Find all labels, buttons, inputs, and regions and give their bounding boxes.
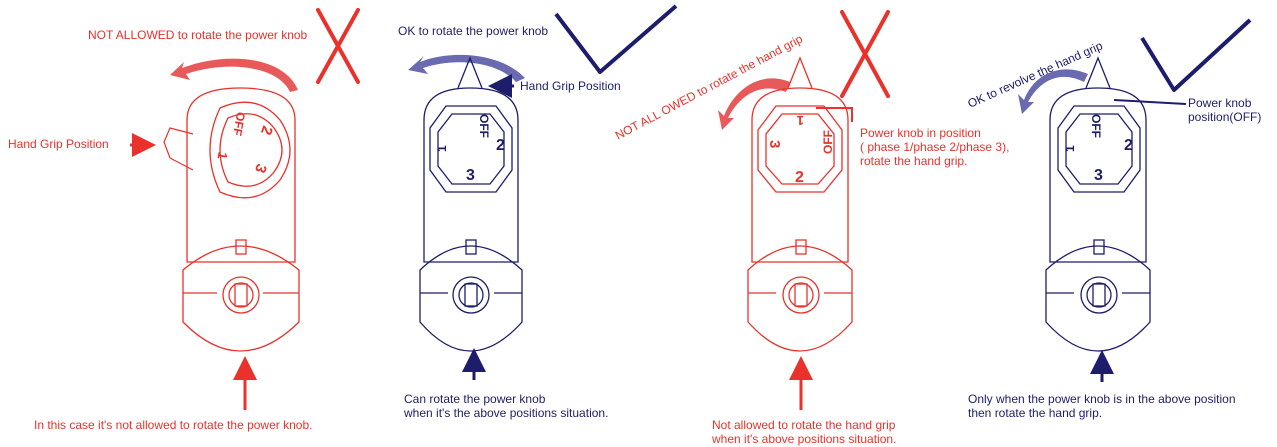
panel-2-hand-grip-label: Hand Grip Position [520, 79, 621, 93]
panel-4-knob-label-line-2: position(OFF) [1188, 110, 1262, 124]
rotation-arrow [718, 78, 790, 130]
knob-mark-2: 2 [496, 137, 505, 154]
knob-mark-off: OFF [477, 114, 491, 138]
panel-2: OFF 2 1 3 [408, 4, 678, 380]
knob-mark-1: 1 [1063, 145, 1077, 152]
device-body [419, 56, 523, 352]
knob-marks: OFF 2 1 3 [435, 114, 505, 184]
knob-mark-off: OFF [1089, 114, 1103, 138]
panel-1: OFF 2 1 3 [130, 8, 360, 410]
power-knob-leader [1113, 99, 1187, 105]
knob-mark-1: 1 [215, 151, 231, 161]
panel-4-knob-label-line-1: Power knob [1188, 96, 1252, 110]
rotation-arrow [408, 54, 525, 82]
knob-marks: 1 OFF 3 2 [766, 113, 835, 186]
knob-mark-3: 3 [466, 167, 475, 184]
panel-1-caption: In this case it's not allowed to rotate … [34, 418, 313, 432]
check-mark [1140, 18, 1252, 92]
panel-2-caption-line-2: when it's the above positions situation. [404, 406, 609, 420]
knob-marks: OFF 2 1 3 [1063, 114, 1133, 184]
panel-3-knob-label-line-2: ( phase 1/phase 2/phase 3), [860, 140, 1010, 154]
knob-mark-off: OFF [821, 130, 835, 154]
panel-4-caption-line-1: Only when the power knob is in the above… [968, 392, 1236, 406]
knob-mark-2: 2 [795, 169, 804, 186]
cross-mark [316, 8, 360, 84]
knob-mark-3: 3 [251, 162, 270, 176]
knob-mark-1: 1 [797, 113, 804, 128]
panel-1-action-label: NOT ALLOWED to rotate the power knob [88, 28, 308, 42]
device-body [1045, 56, 1151, 352]
panel-3-knob-label-line-1: Power knob in position [860, 126, 981, 140]
knob-mark-1: 1 [435, 145, 449, 152]
power-knob-leader [816, 107, 853, 122]
panel-3: 1 OFF 3 2 [718, 10, 890, 410]
rotation-arrow [170, 58, 298, 92]
knob-mark-3: 3 [1094, 167, 1103, 184]
knob-marks: OFF 2 1 3 [215, 111, 276, 175]
panel-4-caption-line-2: then rotate the hand grip. [968, 406, 1103, 420]
rotation-arrow [1018, 69, 1088, 114]
cross-mark [840, 10, 890, 98]
panel-3-caption-line-1: Not allowed to rotate the hand grip [712, 418, 896, 432]
panel-4: OFF 2 1 3 [1018, 18, 1252, 382]
knob-mark-2: 2 [1124, 137, 1133, 154]
panel-3-caption-line-2: when it's above positions situation. [712, 432, 897, 446]
panel-3-knob-label-line-3: rotate the hand grip. [860, 154, 968, 168]
check-mark [554, 4, 678, 74]
panel-2-caption-line-1: Can rotate the power knob [404, 392, 546, 406]
knob-mark-2: 2 [257, 124, 276, 138]
device-body [747, 56, 853, 352]
knob-mark-3: 3 [766, 140, 783, 148]
panel-2-action-label: OK to rotate the power knob [398, 24, 549, 38]
knob-mark-off: OFF [230, 111, 248, 137]
device-body [163, 87, 300, 352]
panel-1-hand-grip-label: Hand Grip Position [8, 137, 109, 151]
